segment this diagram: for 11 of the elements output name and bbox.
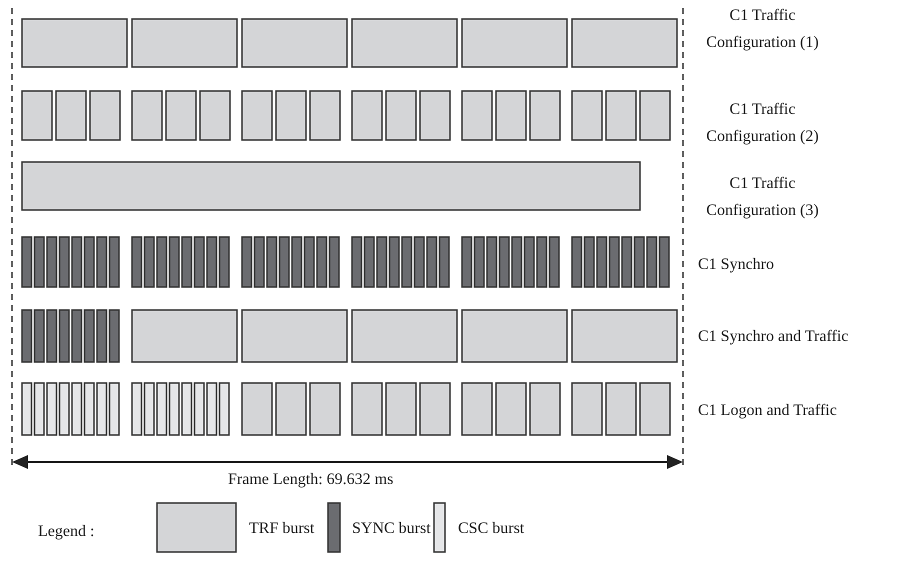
row-label: C1 Synchro — [698, 255, 774, 275]
legend-title: Legend : — [38, 522, 94, 542]
legend-label: CSC burst — [458, 519, 524, 539]
row-label: C1 Logon and Traffic — [698, 401, 837, 421]
row-label: C1 Traffic Configuration (2) — [705, 100, 820, 147]
dimension-label: Frame Length: 69.632 ms — [228, 470, 394, 490]
row-label: C1 Traffic Configuration (3) — [705, 174, 820, 221]
legend-label: TRF burst — [249, 519, 314, 539]
legend-label: SYNC burst — [352, 519, 431, 539]
row-label: C1 Synchro and Traffic — [698, 327, 848, 347]
row-label: C1 Traffic Configuration (1) — [705, 6, 820, 53]
